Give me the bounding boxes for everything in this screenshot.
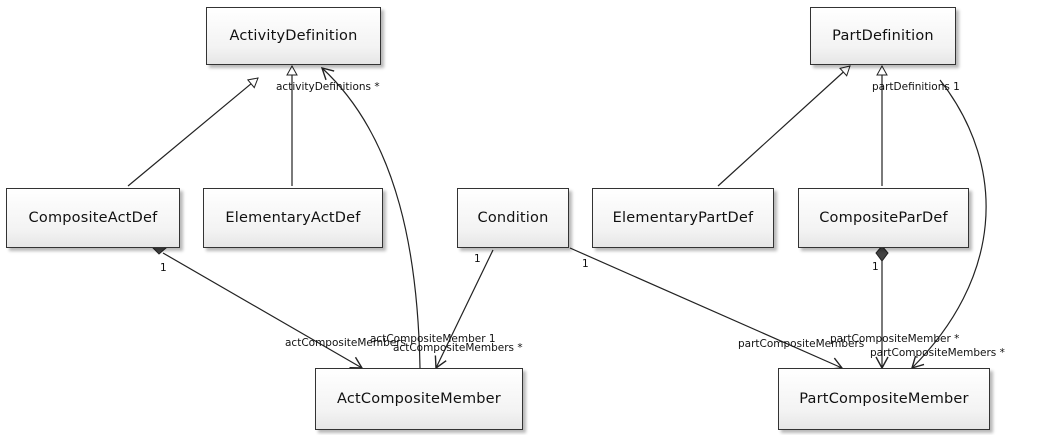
class-composite-par-def[interactable]: CompositeParDef	[798, 188, 969, 248]
class-activity-definition[interactable]: ActivityDefinition	[206, 7, 381, 65]
label-part-definitions: partDefinitions 1	[872, 81, 960, 93]
association-partdefinitions	[910, 79, 987, 370]
class-act-composite-member[interactable]: ActCompositeMember	[315, 368, 523, 430]
class-composite-act-def[interactable]: CompositeActDef	[6, 188, 180, 248]
class-name: CompositeActDef	[28, 210, 158, 226]
composition-actcompositemembers	[162, 252, 364, 369]
generalization-compositeactdef	[127, 77, 259, 187]
label-act-composite-members-2: actCompositeMembers *	[393, 342, 523, 354]
generalization-elementarypartdef	[717, 65, 851, 187]
label-part-composite-members-2: partCompositeMembers *	[870, 347, 1005, 359]
class-name: ActivityDefinition	[229, 28, 358, 44]
class-part-composite-member[interactable]: PartCompositeMember	[778, 368, 990, 430]
association-activitydefinitions	[320, 67, 421, 369]
class-condition[interactable]: Condition	[457, 188, 569, 248]
class-part-definition[interactable]: PartDefinition	[810, 7, 956, 65]
composition-diamond-pardef	[875, 245, 889, 262]
association-condition-part	[569, 247, 844, 370]
label-condition-mult-left: 1	[474, 253, 481, 265]
class-name: ActCompositeMember	[337, 391, 501, 407]
label-activity-definitions: activityDefinitions *	[276, 81, 380, 93]
label-composite-par-mult: 1	[872, 261, 879, 273]
label-composite-act-mult: 1	[160, 262, 167, 274]
class-name: Condition	[477, 210, 549, 226]
class-elementary-act-def[interactable]: ElementaryActDef	[203, 188, 383, 248]
label-condition-mult-right: 1	[582, 258, 589, 270]
class-name: CompositeParDef	[819, 210, 948, 226]
association-condition-act	[434, 249, 494, 370]
class-name: PartDefinition	[832, 28, 934, 44]
label-act-composite-member: actCompositeMember 1	[370, 333, 496, 345]
label-part-composite-member: partCompositeMember *	[830, 333, 960, 345]
class-elementary-part-def[interactable]: ElementaryPartDef	[592, 188, 774, 248]
label-act-composite-members-1: actCompositeMembers	[285, 337, 407, 349]
label-part-composite-members-1: partCompositeMembers	[738, 338, 865, 350]
class-name: PartCompositeMember	[799, 391, 969, 407]
class-name: ElementaryActDef	[225, 210, 361, 226]
class-name: ElementaryPartDef	[612, 210, 754, 226]
